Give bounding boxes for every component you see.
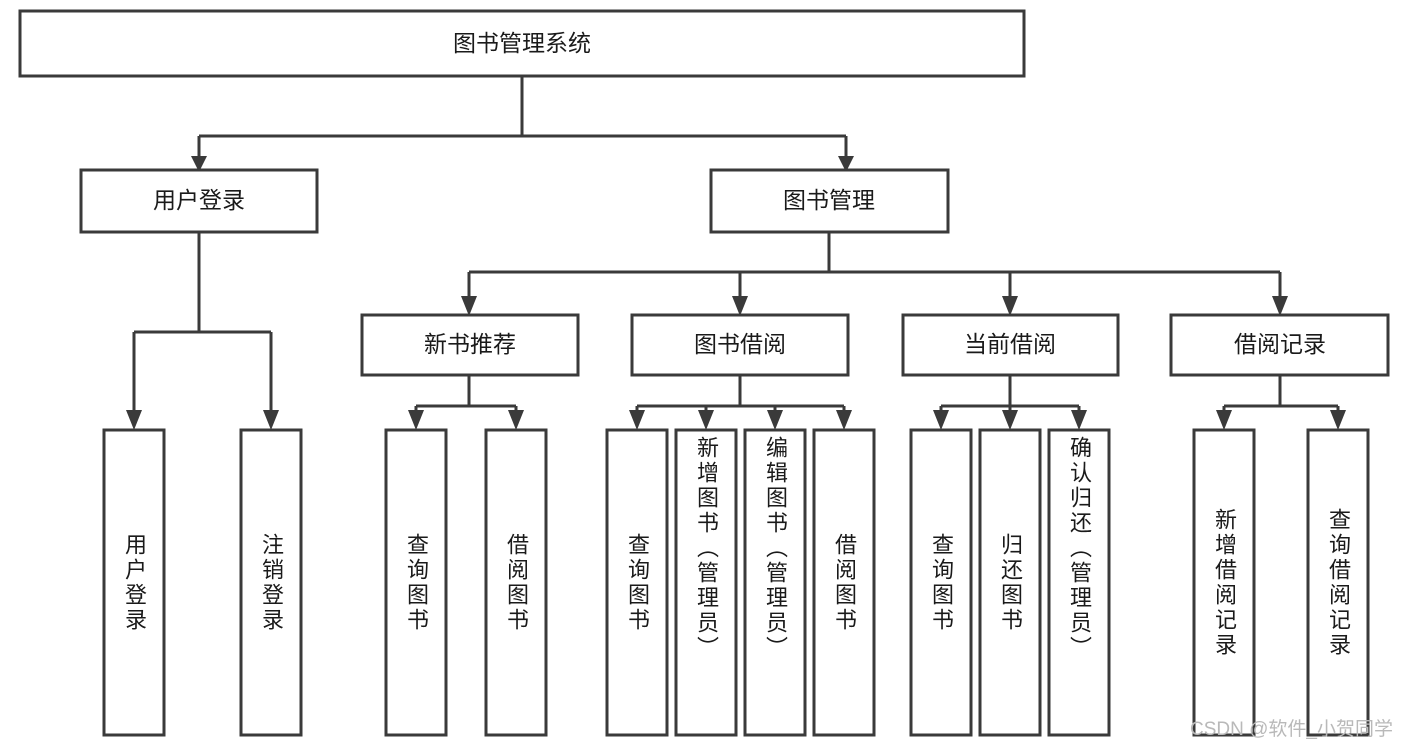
node-user-login-label: 用户登录 xyxy=(153,187,245,213)
leaf-text: 借阅图书 xyxy=(832,532,857,633)
watermark-text: CSDN @软件_小贺同学 xyxy=(1190,719,1393,740)
leaf-box-logout[interactable] xyxy=(239,428,303,737)
leaf-label-query-record: 查询借阅记录 xyxy=(1308,430,1368,735)
node-root-label: 图书管理系统 xyxy=(453,30,591,56)
leaf-box-add-record[interactable] xyxy=(1192,428,1256,737)
leaf-box-edit-book[interactable] xyxy=(743,428,807,737)
leaf-text: 查询图书 xyxy=(929,532,954,633)
node-user-login[interactable] xyxy=(79,168,319,234)
connector-root-to-level2 xyxy=(191,76,854,172)
leaf-box-query-book-1[interactable] xyxy=(384,428,448,737)
leaf-label-confirm-return: 确认归还（管理员） xyxy=(1049,430,1109,735)
leaf-text: 编辑图书（管理员） xyxy=(763,436,788,661)
node-borrow-records-label: 借阅记录 xyxy=(1234,331,1326,357)
leaf-label-return-book: 归还图书 xyxy=(980,430,1040,735)
node-new-book-recommend[interactable] xyxy=(360,313,580,377)
node-book-management-label: 图书管理 xyxy=(783,187,875,213)
leaf-box-query-book-3[interactable] xyxy=(909,428,973,737)
leaf-label-borrow-book-1: 借阅图书 xyxy=(486,430,546,735)
leaf-label-user-login: 用户登录 xyxy=(104,430,164,735)
node-current-borrow[interactable] xyxy=(901,313,1120,377)
connector-bookmgmt-to-level3 xyxy=(461,232,1288,316)
leaf-label-query-book-3: 查询图书 xyxy=(911,430,971,735)
leaf-text: 借阅图书 xyxy=(504,532,529,633)
leaf-box-borrow-book-2[interactable] xyxy=(812,428,876,737)
node-book-borrow-label: 图书借阅 xyxy=(694,331,786,357)
leaf-label-query-book-1: 查询图书 xyxy=(386,430,446,735)
leaf-box-query-book-2[interactable] xyxy=(605,428,669,737)
leaf-text: 新增借阅记录 xyxy=(1212,507,1237,658)
leaf-text: 用户登录 xyxy=(122,532,147,633)
leaf-text: 新增图书（管理员） xyxy=(694,436,719,661)
leaf-label-borrow-book-2: 借阅图书 xyxy=(814,430,874,735)
node-book-management[interactable] xyxy=(709,168,950,234)
leaf-label-add-book: 新增图书（管理员） xyxy=(676,430,736,735)
leaf-text: 确认归还（管理员） xyxy=(1067,436,1092,661)
node-root[interactable] xyxy=(18,9,1026,78)
leaf-box-return-book[interactable] xyxy=(978,428,1042,737)
leaf-label-add-record: 新增借阅记录 xyxy=(1194,430,1254,735)
leaf-text: 查询图书 xyxy=(404,532,429,633)
leaf-box-query-record[interactable] xyxy=(1306,428,1370,737)
leaf-label-logout: 注销登录 xyxy=(241,430,301,735)
leaf-label-query-book-2: 查询图书 xyxy=(607,430,667,735)
connector-bookborrow-to-leaves xyxy=(629,376,852,430)
leaf-text: 查询图书 xyxy=(625,532,650,633)
leaf-box-borrow-book-1[interactable] xyxy=(484,428,548,737)
connector-currentborrow-to-leaves xyxy=(933,376,1087,430)
leaf-text: 查询借阅记录 xyxy=(1326,507,1351,658)
leaf-box-add-book[interactable] xyxy=(674,428,738,737)
leaf-box-user-login[interactable] xyxy=(102,428,166,737)
connector-userlogin-to-leaves xyxy=(126,232,279,430)
leaf-box-confirm-return[interactable] xyxy=(1047,428,1111,737)
leaf-text: 归还图书 xyxy=(998,532,1023,633)
connector-borrowrecord-to-leaves xyxy=(1216,376,1346,430)
node-current-borrow-label: 当前借阅 xyxy=(964,331,1056,357)
node-book-borrow[interactable] xyxy=(630,313,850,377)
connector-newbook-to-leaves xyxy=(408,376,524,430)
leaf-label-edit-book: 编辑图书（管理员） xyxy=(745,430,805,735)
leaf-text: 注销登录 xyxy=(259,532,284,633)
node-new-book-recommend-label: 新书推荐 xyxy=(424,331,516,357)
node-borrow-records[interactable] xyxy=(1169,313,1390,377)
